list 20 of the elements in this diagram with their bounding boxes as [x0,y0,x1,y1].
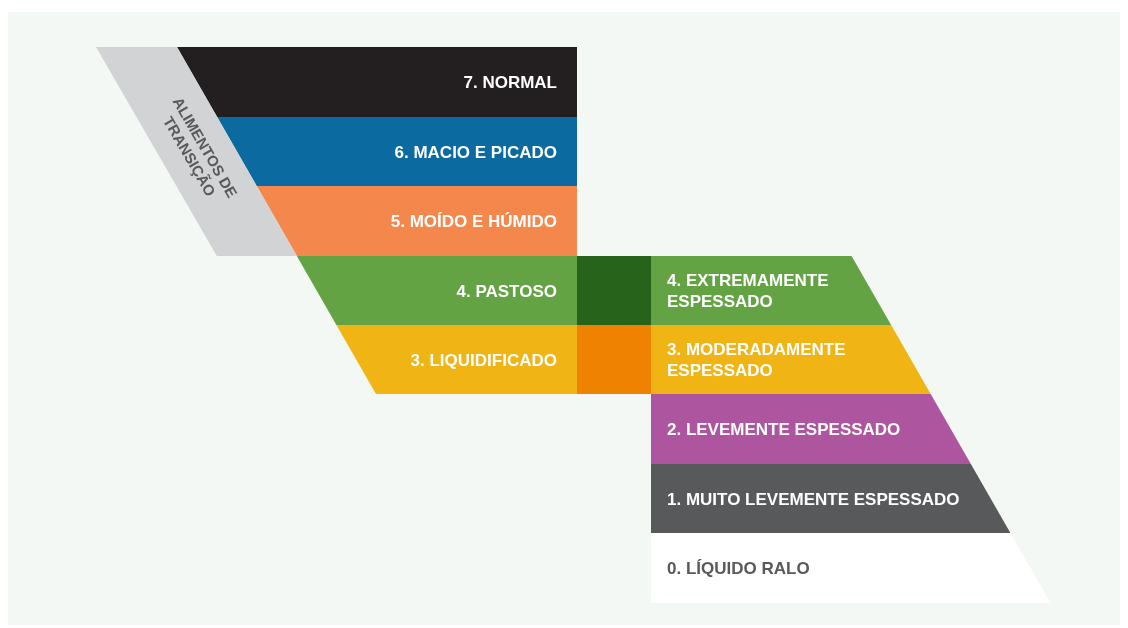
level-band [296,256,577,325]
level-label: 6. MACIO E PICADO [394,141,557,162]
level-label: 3. MODERADAMENTE ESPESSADO [667,338,847,381]
level-band [651,533,1051,603]
overlap-block [577,325,651,394]
level-label: 4. EXTREMAMENTE ESPESSADO [667,269,830,312]
level-band [336,325,577,394]
level-band [651,464,1011,533]
level-label: 7. NORMAL [463,71,557,93]
level-band [651,394,971,464]
overlap-block [577,256,651,325]
level-label: 2. LEVEMENTE ESPESSADO [667,418,902,440]
level-band [651,256,892,325]
level-band [651,325,931,394]
level-band [256,186,577,256]
level-label: 5. MOÍDO E HÚMIDO [390,210,557,232]
level-label: 0. LÍQUIDO RALO [667,557,811,579]
level-label: 4. PASTOSO [456,280,557,301]
level-label: 1. MUITO LEVEMENTE ESPESSADO [667,488,961,509]
level-label: 3. LIQUIDIFICADO [410,349,557,370]
